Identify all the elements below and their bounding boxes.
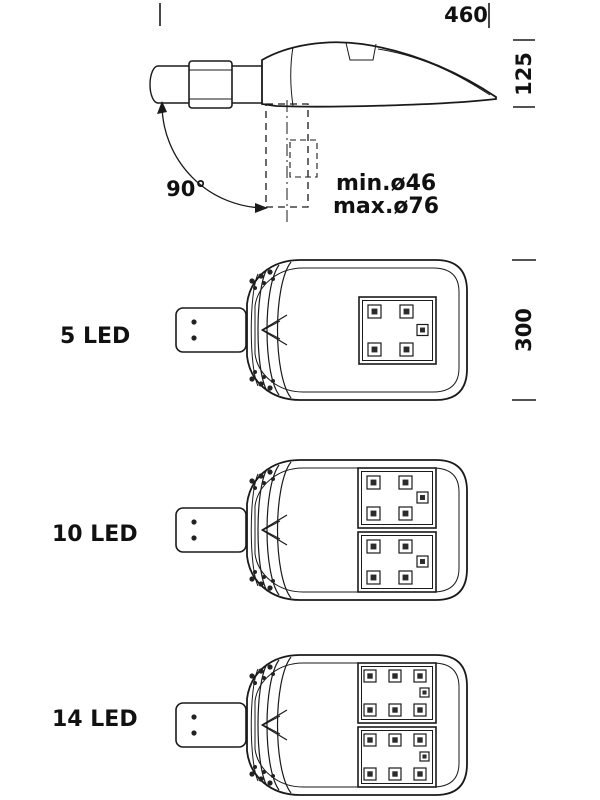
pole-diameter-note: min.ø46 max.ø76 (333, 171, 439, 219)
led-chip (367, 737, 373, 743)
pole-diameter-max-label: max.ø76 (333, 194, 439, 219)
led-chip (417, 707, 423, 713)
led-panel-inner (361, 730, 433, 784)
led-chip (403, 308, 410, 315)
tilt-angle-label: 90° (166, 177, 206, 201)
led-chip (422, 690, 427, 695)
led-chip (392, 771, 398, 777)
led-panel-inner (361, 471, 433, 525)
led-chip (420, 495, 425, 500)
led-array-14 (357, 662, 437, 788)
dim-300-label: 300 (512, 308, 536, 352)
led-chip (392, 707, 398, 713)
dimension-125: 125 (512, 39, 536, 108)
rotation-arc: 90° (157, 101, 268, 213)
led-chip (420, 327, 425, 333)
led-panel-inner (362, 300, 433, 361)
led-chip (402, 479, 409, 486)
pole-dashed-outline (265, 100, 318, 224)
dimension-460: 460 (159, 3, 490, 28)
led-chip (370, 510, 377, 517)
led-chip (367, 707, 373, 713)
lamp-head-profile (261, 41, 497, 108)
led-chip (402, 510, 409, 517)
led-chip (402, 574, 409, 581)
led-chip (392, 737, 398, 743)
led-chip (367, 771, 373, 777)
led-chip (420, 559, 425, 564)
led-panel-inner (361, 666, 433, 720)
led-chip (370, 543, 377, 550)
dimension-300: 300 (512, 259, 536, 401)
side-view: 460 125 (149, 3, 536, 224)
variant-label-14led: 14 LED (52, 707, 138, 732)
top-view-14led (175, 654, 468, 796)
top-view-5led (175, 259, 468, 401)
led-chip (417, 673, 423, 679)
led-chip (403, 346, 410, 353)
led-array-10 (357, 467, 437, 593)
led-chip (392, 673, 398, 679)
dim-460-label: 460 (444, 3, 488, 27)
led-array-5 (358, 296, 437, 365)
dim-125-label: 125 (512, 52, 536, 96)
led-chip (422, 754, 427, 759)
led-chip (417, 737, 423, 743)
led-chip (402, 543, 409, 550)
led-chip (417, 771, 423, 777)
mounting-arm-profile (149, 60, 262, 109)
led-panel-inner (361, 535, 433, 589)
led-chip (371, 308, 378, 315)
pole-diameter-min-label: min.ø46 (336, 171, 436, 196)
led-chip (367, 673, 373, 679)
variant-label-5led: 5 LED (60, 324, 130, 349)
led-chip (371, 346, 378, 353)
led-chip (370, 574, 377, 581)
led-chip (370, 479, 377, 486)
variant-label-10led: 10 LED (52, 522, 138, 547)
top-view-10led (175, 459, 468, 601)
